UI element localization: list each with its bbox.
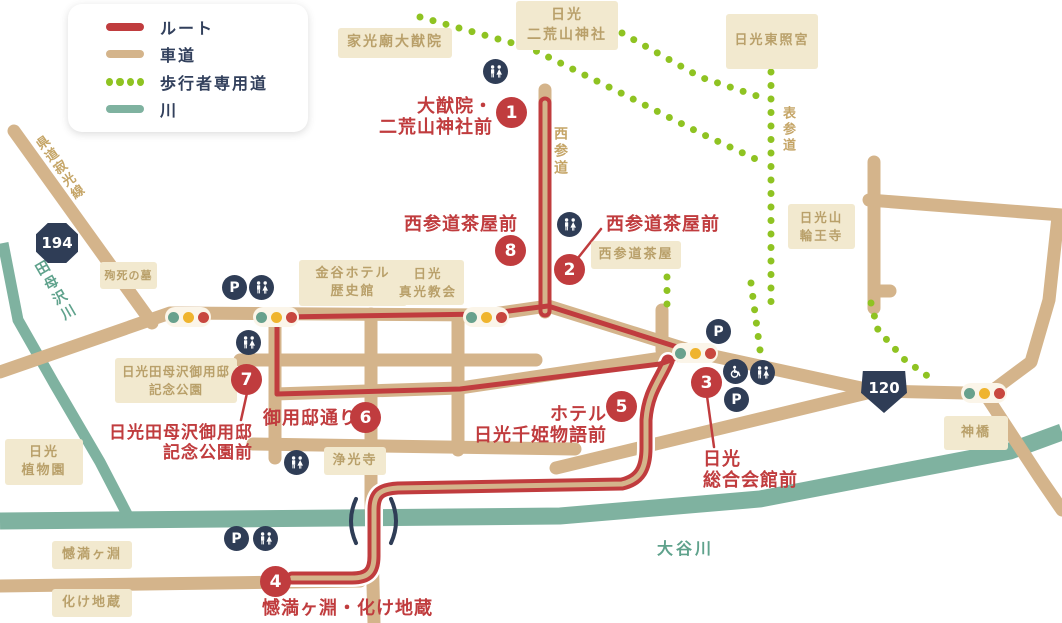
stop-marker-4: 4 [260, 566, 291, 597]
place-box-junshi: 殉死の墓 [100, 262, 157, 290]
traffic-light-icon [672, 343, 718, 363]
stop-label-7: 日光田母沢御用邸記念公園前 [109, 423, 253, 464]
place-box-shinko: 日光真光教会 [392, 260, 464, 305]
place-box-botanical: 日光植物園 [5, 439, 83, 486]
road-jokoji [246, 437, 582, 456]
stop-marker-1: 1 [496, 97, 527, 128]
traffic-light-icon [253, 307, 299, 327]
route-branch-kanman-center [289, 358, 671, 581]
stop-marker-7: 7 [231, 364, 262, 395]
place-box-toshogu: 日光東照宮 [726, 14, 818, 69]
place-box-chaya: 西参道茶屋 [591, 241, 681, 270]
traffic-light-icon [961, 383, 1007, 403]
route-line-swatch [106, 23, 144, 32]
stop-marker-5: 5 [606, 391, 637, 422]
legend-label: 車道 [160, 46, 197, 66]
place-box-shinkyo: 神橋 [944, 416, 1008, 450]
parking-icon: P [222, 275, 247, 300]
stop-label-6: 御用邸通り [263, 408, 358, 429]
stop-marker-6: 6 [350, 402, 381, 433]
place-box-rinnoji: 日光山輪王寺 [788, 204, 855, 249]
restroom-icon [249, 275, 274, 300]
parking-icon: P [224, 526, 249, 551]
dotted-line-swatch [106, 77, 144, 86]
road-kendo [7, 124, 159, 330]
road-top-right [862, 193, 1062, 222]
legend-label: ルート [160, 19, 215, 39]
legend-item-pedestrian: 歩行者専用道 [106, 70, 308, 94]
stop-label-2: 西参道茶屋前 [606, 214, 720, 235]
wheelchair-icon [723, 359, 748, 384]
road-label-nishisando: 西参道 [552, 126, 568, 177]
place-box-taiyuin: 家光廟大猷院 [338, 28, 452, 58]
river-line-swatch [106, 104, 144, 113]
bridge-mark-right [389, 497, 398, 545]
path-dotted-6 [867, 299, 940, 386]
stop-label-4: 憾満ヶ淵・化け地蔵 [262, 598, 433, 619]
place-box-futarasan: 日光二荒山神社 [516, 1, 618, 51]
traffic-light-icon [165, 307, 211, 327]
road-sogokaikan [549, 384, 882, 475]
road-right-down [985, 210, 1062, 398]
place-box-kanaya: 金谷ホテル歴史館 [299, 260, 407, 307]
stop-marker-3: 3 [691, 367, 722, 398]
place-box-bakejizo: 化け地蔵 [52, 589, 132, 618]
legend-item-road: 車道 [106, 42, 308, 66]
legend-item-route: ルート [106, 15, 308, 39]
stop-label-5: ホテル日光千姫物語前 [474, 404, 607, 447]
road-line-swatch [106, 50, 144, 59]
route-badge-194: 194 [36, 223, 78, 263]
legend-label: 歩行者専用道 [160, 73, 269, 93]
restroom-icon [483, 59, 508, 84]
leader-stop3 [705, 394, 716, 449]
restroom-icon [750, 360, 775, 385]
bridge-mark-left [349, 497, 358, 545]
parking-icon: P [724, 387, 749, 412]
legend-item-river: 川 [106, 97, 308, 121]
road-label-omotesando: 表参道 [780, 106, 795, 154]
restroom-icon [236, 330, 261, 355]
traffic-light-icon [463, 307, 509, 327]
path-dotted-1 [416, 13, 766, 166]
parking-icon: P [706, 319, 731, 344]
path-dotted-5 [747, 279, 764, 354]
stop-marker-2: 2 [554, 254, 585, 285]
river-tamozawa [0, 241, 133, 519]
restroom-icon [284, 450, 309, 475]
place-box-kanmangafuchi: 憾満ヶ淵 [52, 541, 132, 570]
stop-label-8: 西参道茶屋前 [404, 214, 518, 235]
restroom-icon [253, 526, 278, 551]
stop-marker-8: 8 [495, 235, 526, 266]
leader-stop7 [239, 391, 249, 422]
pedestrian-paths [416, 13, 940, 386]
path-dotted-2 [618, 29, 770, 103]
place-box-jokoji: 浄光寺 [324, 447, 386, 476]
legend-card: ルート 車道 歩行者専用道 川 [68, 4, 308, 132]
restroom-icon [557, 212, 582, 237]
stop-label-1: 大猷院・二荒山神社前 [379, 96, 493, 139]
place-box-tamozawa-park: 日光田母沢御用邸記念公園 [115, 358, 237, 403]
legend-label: 川 [160, 100, 179, 120]
river-label-daiya: 大谷川 [657, 539, 715, 558]
stop-label-3: 日光総合会館前 [703, 449, 798, 492]
